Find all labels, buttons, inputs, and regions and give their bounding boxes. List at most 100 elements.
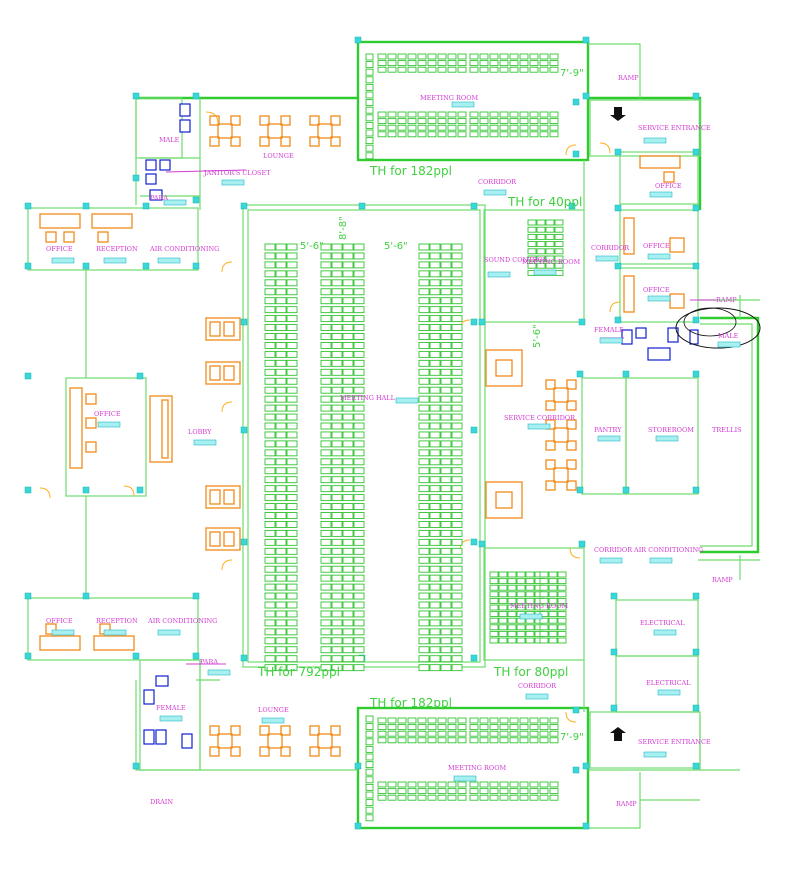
seat	[440, 503, 452, 510]
seat	[451, 494, 463, 502]
seat	[342, 485, 354, 493]
seat	[286, 270, 298, 278]
seat	[525, 578, 535, 585]
seat	[377, 737, 387, 744]
seat	[549, 730, 559, 737]
seat	[549, 124, 559, 131]
seat	[440, 386, 452, 394]
label-service-entrance-top: SERVICE ENTRANCE	[638, 124, 711, 132]
seat	[509, 717, 519, 724]
column	[692, 704, 700, 712]
label-corridor-bottom: CORRIDOR	[518, 682, 557, 690]
seat	[516, 630, 526, 637]
seat	[264, 413, 276, 421]
seat	[417, 737, 427, 744]
seat	[342, 601, 354, 609]
seat	[342, 395, 354, 403]
seat	[331, 440, 343, 448]
seat	[264, 342, 276, 349]
seat	[377, 724, 387, 731]
seat	[407, 737, 417, 744]
seat	[545, 226, 555, 233]
label-meeting-room-bottom: MEETING ROOM	[448, 764, 507, 772]
seat	[286, 431, 298, 439]
seat	[429, 512, 441, 519]
seat	[286, 243, 298, 251]
seat	[525, 637, 535, 644]
seat	[275, 413, 287, 421]
seat	[331, 503, 343, 510]
seat	[275, 359, 287, 367]
seat	[479, 724, 489, 731]
seat	[377, 111, 387, 118]
seat	[545, 262, 555, 269]
seat	[469, 737, 479, 744]
seat	[447, 788, 457, 795]
seat	[509, 794, 519, 801]
seat	[275, 601, 287, 609]
entrance-arrow-icon	[610, 727, 626, 741]
seat	[320, 395, 332, 403]
seat	[499, 788, 509, 795]
seat	[418, 413, 430, 421]
column	[192, 652, 200, 660]
seat	[440, 601, 452, 609]
seat	[417, 131, 427, 138]
label-male-top: MALE	[159, 136, 180, 144]
seat	[539, 781, 549, 788]
seat	[407, 781, 417, 788]
seat	[397, 53, 407, 60]
seat	[365, 738, 374, 746]
label-aircon-r: AIR CONDITIONING	[633, 546, 703, 554]
seat	[469, 118, 479, 125]
seat	[417, 66, 427, 73]
seat	[427, 794, 437, 801]
seat	[489, 724, 499, 731]
seat	[489, 737, 499, 744]
seat	[548, 624, 558, 631]
seating	[264, 53, 567, 822]
column	[240, 202, 248, 210]
seat	[264, 395, 276, 403]
label-tag	[595, 255, 619, 262]
label-meeting-room-80: MEETING ROOM	[510, 602, 569, 610]
seat	[479, 124, 489, 131]
seat	[447, 781, 457, 788]
seat	[489, 584, 499, 591]
seat	[525, 571, 535, 578]
label-tag	[519, 613, 543, 620]
seat	[331, 467, 343, 475]
seat	[353, 512, 365, 519]
seat	[353, 288, 365, 296]
label-tag	[483, 189, 507, 196]
seat	[549, 717, 559, 724]
seat	[353, 404, 365, 412]
seat	[264, 547, 276, 555]
seat	[451, 637, 463, 645]
seat	[320, 431, 332, 439]
dim-bottom: 7'-9"	[560, 732, 584, 743]
seat	[331, 583, 343, 591]
seat	[440, 476, 452, 484]
seat	[353, 359, 365, 367]
seat	[286, 601, 298, 609]
seat	[499, 724, 509, 731]
seat	[353, 637, 365, 645]
seat	[286, 521, 298, 528]
label-para-top: PARA	[150, 194, 168, 202]
seat	[418, 324, 430, 331]
seat	[437, 118, 447, 125]
seat	[286, 574, 298, 582]
seat	[387, 60, 397, 67]
column	[610, 592, 618, 600]
seat	[557, 630, 567, 637]
seat	[498, 591, 508, 598]
seat	[286, 422, 298, 430]
seat	[499, 111, 509, 118]
seat	[429, 404, 441, 412]
seat	[264, 288, 276, 296]
seat	[353, 476, 365, 484]
column	[582, 36, 590, 44]
seat	[519, 124, 529, 131]
seat	[331, 646, 343, 654]
